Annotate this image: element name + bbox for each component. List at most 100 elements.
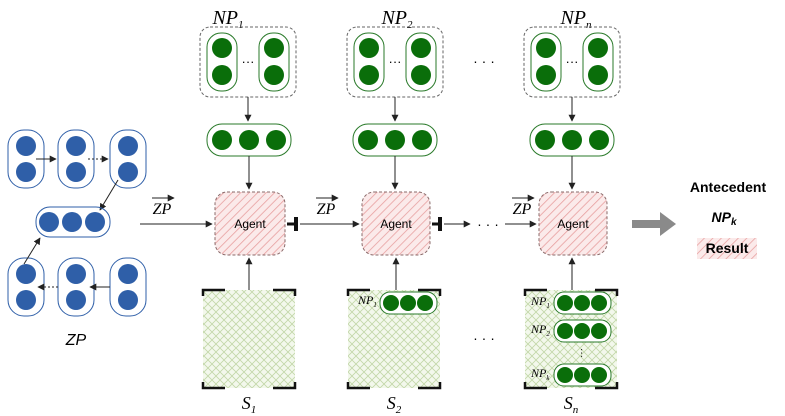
np-node: [557, 323, 573, 339]
zp-node: [62, 212, 82, 232]
np-node: [212, 130, 232, 150]
zp-node: [16, 264, 36, 284]
output-arrow-head: [660, 212, 676, 236]
np-node: [557, 367, 573, 383]
zp-node: [118, 290, 138, 310]
np-node: [411, 65, 431, 85]
np-node: [412, 130, 432, 150]
bracket: [201, 288, 225, 296]
bracket: [346, 382, 370, 390]
sentence-2: NP1 S2: [346, 288, 442, 416]
bracket: [418, 288, 442, 296]
np-label-1: NP1: [211, 7, 243, 31]
zp-node: [39, 212, 59, 232]
np-node: [591, 367, 607, 383]
zp-node: [66, 290, 86, 310]
zp-caption: ZP: [65, 332, 87, 349]
vertical-ellipsis: ···: [576, 348, 587, 358]
zp-vector-label: ZP: [153, 201, 172, 218]
legend-np-k: NPk: [711, 209, 736, 228]
bracket: [346, 288, 370, 296]
sentence-label-1: S1: [242, 393, 257, 416]
bracket: [523, 382, 547, 390]
sentence-n: NP1 NP2 ··· NPk Sn: [523, 288, 619, 416]
np-node: [557, 295, 573, 311]
bracket: [595, 382, 619, 390]
zp-pill: [109, 129, 147, 189]
np-node: [385, 130, 405, 150]
output-arrow: [632, 212, 676, 236]
np-encoded-2: [352, 123, 438, 157]
zp-node: [66, 162, 86, 182]
np-node: [574, 295, 590, 311]
np-node: [264, 65, 284, 85]
np-encoded-n: [529, 123, 615, 157]
np-pill: [258, 32, 290, 92]
zp-node: [16, 136, 36, 156]
np-group-2: NP2 ···: [346, 7, 444, 98]
np-node: [589, 130, 609, 150]
bracket: [595, 288, 619, 296]
np-pill: [582, 32, 614, 92]
chain-ellipsis: · · ·: [477, 216, 499, 232]
bracket: [201, 382, 225, 390]
np-group-n: NPn ···: [523, 7, 621, 98]
np-node: [358, 130, 378, 150]
legend-antecedent: Antecedent: [690, 179, 767, 195]
group-ellipsis: · · ·: [473, 53, 495, 69]
zp-input-1: ZP: [140, 194, 213, 228]
np-node: [536, 38, 556, 58]
np-node: [417, 295, 433, 311]
ellipsis: ···: [242, 54, 255, 69]
np-node: [588, 38, 608, 58]
np-node: [562, 130, 582, 150]
ellipsis: ···: [389, 54, 402, 69]
arrow: [23, 237, 41, 265]
legend-result-swatch: [697, 238, 757, 259]
zp-node: [118, 162, 138, 182]
zp-vector-label: ZP: [317, 201, 336, 218]
ellipsis: ···: [566, 54, 579, 69]
zp-node: [118, 136, 138, 156]
np-node: [212, 65, 232, 85]
zp-input-2: ZP: [287, 194, 360, 231]
np-node: [536, 65, 556, 85]
sentence-np-label: NP1: [530, 294, 550, 310]
zp-vector-label: ZP: [513, 201, 532, 218]
sentence-label-2: S2: [387, 393, 402, 416]
zp-node: [66, 264, 86, 284]
np-encoded-1: [206, 123, 292, 157]
bracket: [523, 288, 547, 296]
agent-box: [214, 191, 286, 256]
agent-label: Agent: [557, 217, 589, 231]
np-node: [359, 38, 379, 58]
np-node: [574, 367, 590, 383]
np-node: [574, 323, 590, 339]
zp-encoder: ZP: [7, 129, 147, 349]
zp-node: [85, 212, 105, 232]
np-node: [212, 38, 232, 58]
np-node: [535, 130, 555, 150]
np-node: [239, 130, 259, 150]
zp-node: [16, 290, 36, 310]
agent-n: Agent: [538, 191, 608, 256]
bracket: [418, 382, 442, 390]
zp-node: [66, 136, 86, 156]
np-node: [411, 38, 431, 58]
agent-2: Agent: [361, 191, 431, 256]
np-node: [383, 295, 399, 311]
np-node: [359, 65, 379, 85]
arrow: [99, 179, 119, 211]
np-pill: [353, 32, 385, 92]
agent-label: Agent: [380, 217, 412, 231]
np-node: [591, 323, 607, 339]
np-group-1: NP1 ···: [199, 7, 297, 98]
legend: Antecedent NPk Result: [690, 179, 767, 259]
agent-1: Agent: [214, 191, 286, 256]
agent-box: [361, 191, 431, 256]
np-node: [588, 65, 608, 85]
sentence-label-n: Sn: [564, 393, 579, 416]
sentence-box: [203, 290, 295, 388]
sentence-np-label: NP1: [357, 293, 377, 309]
